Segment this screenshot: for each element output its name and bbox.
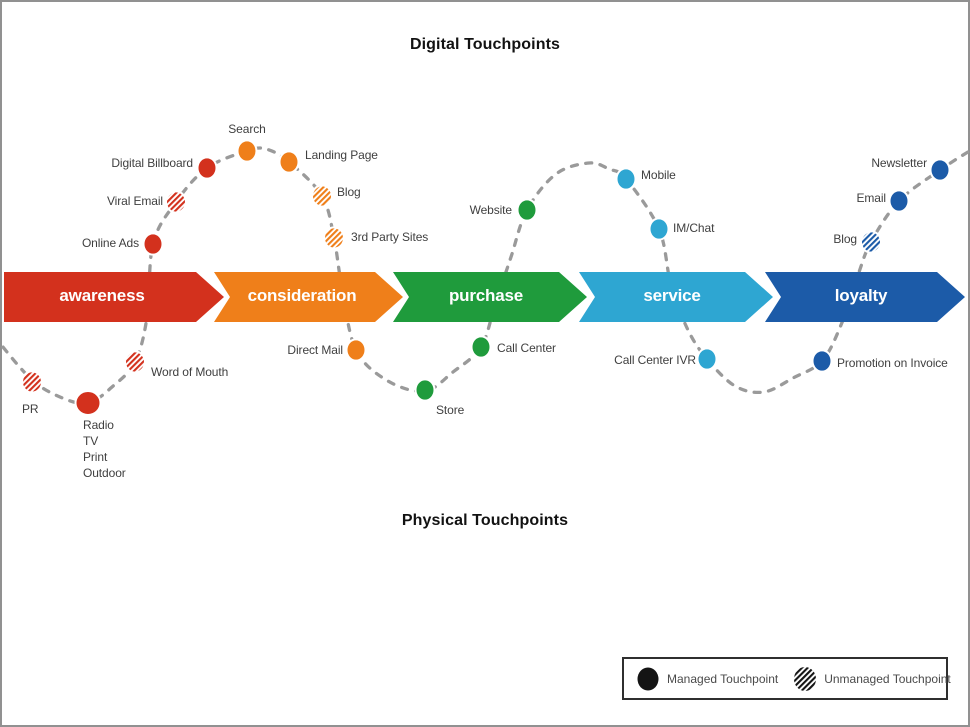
touchpoint-dot-pr bbox=[21, 370, 43, 394]
touchpoint-label-im-chat: IM/Chat bbox=[673, 221, 715, 235]
touchpoint-label-landing-page: Landing Page bbox=[305, 148, 378, 162]
touchpoint-dot-word-of-mouth bbox=[124, 350, 146, 374]
touchpoint-dot-3rd-party-sites bbox=[323, 226, 345, 250]
stage-label-loyalty: loyalty bbox=[834, 286, 888, 305]
legend: Managed Touchpoint Unmanaged Touchpoint bbox=[622, 657, 951, 700]
touchpoint-dot-website bbox=[516, 198, 538, 222]
touchpoint-label-search: Search bbox=[228, 122, 266, 136]
touchpoint-label-newsletter: Newsletter bbox=[871, 156, 927, 170]
touchpoint-dot-im-chat bbox=[648, 217, 670, 241]
touchpoint-label-pr: PR bbox=[22, 402, 39, 416]
touchpoint-dot-store bbox=[414, 378, 436, 402]
touchpoint-dot-blog bbox=[860, 230, 882, 254]
touchpoint-dot-digital-billboard bbox=[196, 156, 218, 180]
unmanaged-touchpoint-icon bbox=[794, 666, 817, 691]
touchpoint-dot-mobile bbox=[615, 167, 637, 191]
touchpoint-dot-landing-page bbox=[278, 150, 300, 174]
touchpoint-dot-viral-email bbox=[165, 190, 187, 214]
touchpoint-dot-blog bbox=[311, 184, 333, 208]
touchpoint-label-promotion-on-invoice: Promotion on Invoice bbox=[837, 356, 948, 370]
touchpoint-label-website: Website bbox=[469, 203, 513, 217]
managed-touchpoint-icon bbox=[637, 667, 659, 690]
touchpoint-label-digital-billboard: Digital Billboard bbox=[111, 156, 193, 170]
touchpoint-dot-newsletter bbox=[929, 158, 951, 182]
stage-label-purchase: purchase bbox=[449, 286, 523, 305]
touchpoint-label-radio-tv-print-outdoor: Radio TV Print Outdoor bbox=[83, 418, 126, 480]
touchpoint-dot-online-ads bbox=[142, 232, 164, 256]
touchpoint-label-word-of-mouth: Word of Mouth bbox=[151, 365, 229, 379]
stage-banner-consideration bbox=[214, 272, 403, 322]
touchpoint-label-blog: Blog bbox=[337, 185, 361, 199]
stage-banner-purchase bbox=[393, 272, 587, 322]
stage-banner-service bbox=[579, 272, 773, 322]
legend-unmanaged-label: Unmanaged Touchpoint bbox=[824, 671, 951, 686]
touchpoint-label-blog: Blog bbox=[833, 232, 857, 246]
touchpoint-label-mobile: Mobile bbox=[641, 168, 676, 182]
touchpoint-label-direct-mail: Direct Mail bbox=[287, 343, 343, 357]
physical-touchpoints-title: Physical Touchpoints bbox=[401, 512, 569, 529]
touchpoint-label-email: Email bbox=[856, 191, 886, 205]
touchpoint-label-viral-email: Viral Email bbox=[106, 194, 163, 208]
touchpoint-dot-promotion-on-invoice bbox=[811, 349, 833, 373]
touchpoint-dot-call-center bbox=[470, 335, 492, 359]
touchpoint-label-store: Store bbox=[436, 403, 465, 417]
digital-touchpoints-title: Digital Touchpoints bbox=[409, 36, 561, 53]
touchpoint-dot-search bbox=[236, 139, 258, 163]
touchpoint-label-online-ads: Online Ads bbox=[81, 236, 139, 250]
touchpoint-dot-radio-tv-print-outdoor bbox=[74, 390, 102, 416]
touchpoint-dot-email bbox=[888, 189, 910, 213]
stage-label-consideration: consideration bbox=[247, 286, 357, 305]
stage-label-awareness: awareness bbox=[59, 286, 145, 305]
touchpoint-dot-call-center-ivr bbox=[696, 347, 718, 371]
legend-managed-label: Managed Touchpoint bbox=[667, 671, 779, 686]
stage-banner-loyalty bbox=[765, 272, 965, 322]
touchpoint-label-3rd-party-sites: 3rd Party Sites bbox=[351, 230, 429, 244]
stage-label-service: service bbox=[643, 286, 701, 305]
touchpoint-label-call-center-ivr: Call Center IVR bbox=[614, 353, 696, 367]
stage-banner-awareness bbox=[4, 272, 224, 322]
touchpoint-dot-direct-mail bbox=[345, 338, 367, 362]
touchpoint-label-call-center: Call Center bbox=[497, 341, 556, 355]
